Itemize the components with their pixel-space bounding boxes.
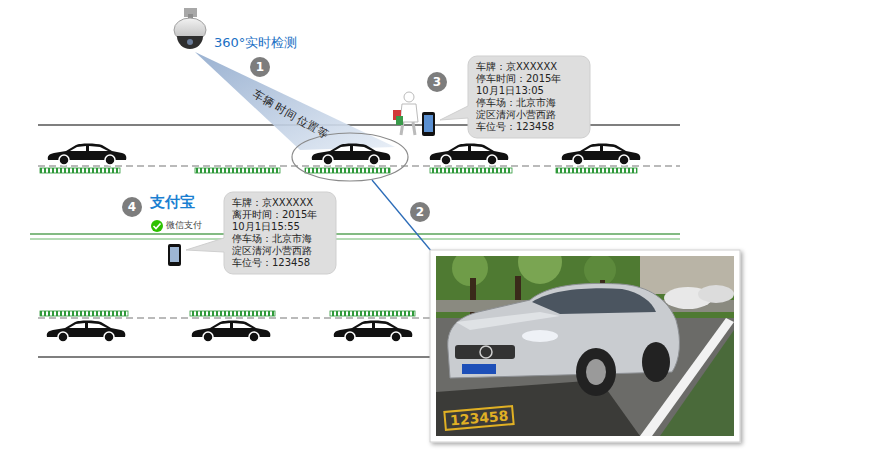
- phone-icon: [168, 244, 181, 266]
- wechat-icon: [151, 220, 163, 232]
- phone-icon: [170, 247, 179, 262]
- bubble-text: 离开时间：2015年 10月1日15:55: [232, 209, 328, 233]
- bubble-text: 车位号：123458: [232, 257, 328, 269]
- road-lines: [38, 356, 430, 357]
- street-photo: [430, 240, 740, 442]
- shopper-figure: [393, 92, 435, 136]
- bubble-text: 车位号：123458: [476, 121, 582, 133]
- bubble-shape: [186, 192, 336, 274]
- parking-markers: [430, 168, 512, 173]
- speech-bubble: 车牌：京XXXXXX停车时间：2015年 10月1日13:05停车场：北京市海 …: [468, 56, 590, 138]
- parking-markers: [40, 168, 120, 173]
- street-photo: [462, 364, 496, 374]
- cars: [562, 144, 641, 166]
- bubble-text: 停车场：北京市海 淀区清河小营西路: [476, 97, 582, 121]
- bubble-text: 停车时间：2015年 10月1日13:05: [476, 73, 582, 97]
- parking-markers: [305, 168, 390, 173]
- dome-camera: [174, 8, 206, 49]
- road-lines: [38, 165, 680, 166]
- callout-number: 3: [427, 72, 447, 92]
- street-photo: [698, 285, 734, 303]
- dome-camera: [187, 39, 193, 45]
- dome-camera: [177, 36, 203, 49]
- callout-number: 2: [410, 202, 430, 222]
- street-photo: [430, 250, 740, 442]
- road-lines: [30, 238, 680, 240]
- wechat-icon: [151, 220, 163, 232]
- cars: [334, 321, 413, 343]
- bubble-text: 停车场：北京市海 淀区清河小营西路: [232, 233, 328, 257]
- street-photo: [436, 256, 734, 436]
- cars: [48, 144, 127, 166]
- road-lines: [38, 317, 430, 318]
- street-photo: [532, 288, 656, 314]
- bubble-text: 车牌：京XXXXXX: [232, 197, 328, 209]
- parking-markers: [330, 311, 415, 316]
- road-lines: [30, 233, 680, 235]
- cars: [430, 144, 509, 166]
- parking-markers: [40, 311, 128, 316]
- speech-bubble: 车牌：京XXXXXX离开时间：2015年 10月1日15:55停车场：北京市海 …: [224, 192, 336, 274]
- street-photo: [576, 348, 616, 396]
- street-photo: [522, 330, 558, 342]
- shopper-figure: [404, 92, 414, 102]
- street-photo: [456, 312, 560, 330]
- street-photo: [518, 256, 562, 284]
- bubble-shape: [440, 56, 590, 138]
- street-photo: [586, 359, 606, 385]
- shopper-figure: [424, 115, 433, 132]
- wechat-icon: [154, 224, 161, 229]
- street-photo: [480, 346, 492, 358]
- parking-markers: [556, 168, 637, 173]
- shopper-figure: [401, 122, 415, 135]
- wechat-pay-label: 微信支付: [166, 220, 202, 230]
- shopper-figure: [422, 112, 435, 136]
- focus-ellipse: [292, 133, 408, 181]
- callout-number: 4: [122, 197, 142, 217]
- leader-line: [372, 180, 432, 252]
- detection-beam: [195, 52, 395, 150]
- street-photo: [455, 345, 515, 359]
- alipay-logo: 支付宝: [150, 194, 195, 211]
- phone-icon: [168, 244, 181, 266]
- cars: [192, 321, 271, 343]
- camera-label: 360°实时检测: [214, 36, 297, 51]
- parking-markers: [190, 311, 275, 316]
- street-photo: [642, 342, 670, 382]
- cars: [312, 144, 391, 166]
- parking-markers: [195, 168, 280, 173]
- callout-number: 1: [250, 57, 270, 77]
- shopper-figure: [396, 116, 403, 125]
- bubble-text: 车牌：京XXXXXX: [476, 61, 582, 73]
- cars: [47, 321, 126, 343]
